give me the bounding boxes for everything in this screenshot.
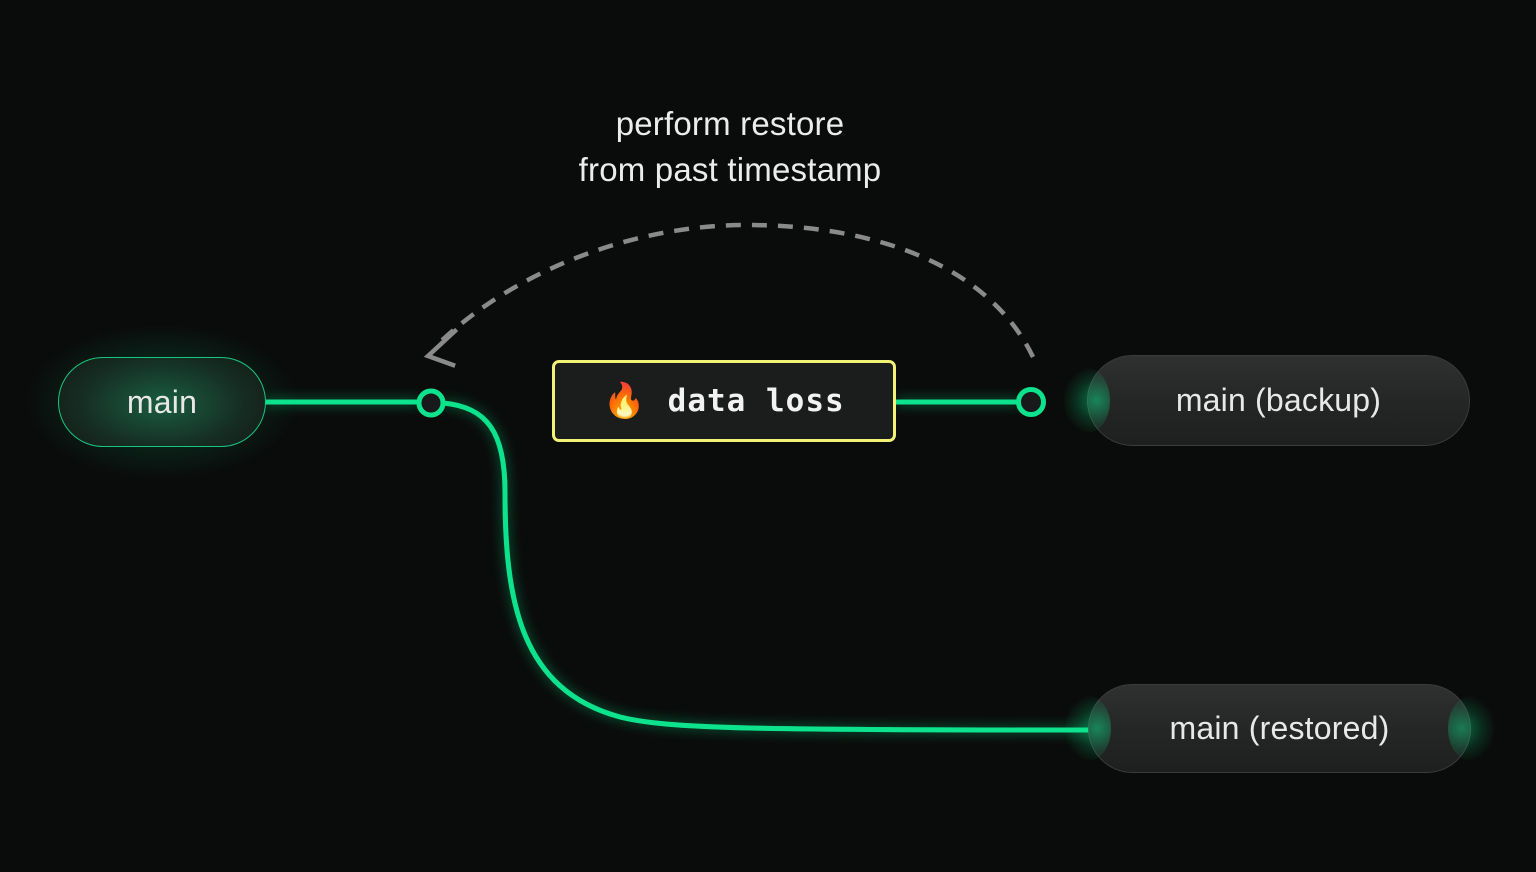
fire-icon: 🔥 [603, 382, 646, 420]
edge-glow-group [265, 399, 1091, 733]
restore-arc-dashed [434, 222, 1036, 358]
connector-glow-icon [1065, 696, 1111, 761]
branch-node-main-label: main [126, 383, 198, 420]
branch-node-restored[interactable]: main (restored) [1065, 684, 1494, 773]
restore-caption: perform restore from past timestamp [578, 105, 882, 188]
data-loss-label: data loss [667, 383, 845, 419]
data-loss-event-box[interactable]: 🔥 data loss [552, 360, 896, 442]
branch-node-main[interactable]: main [25, 324, 299, 480]
branch-node-backup-label: main (backup) [1175, 382, 1382, 418]
restore-arrow-head [423, 327, 459, 368]
backup-commit-node[interactable] [1016, 387, 1046, 417]
connector-glow-icon [1064, 367, 1110, 434]
branch-node-restored-label: main (restored) [1169, 710, 1390, 746]
branch-node-backup[interactable]: main (backup) [1064, 355, 1470, 446]
connector-glow-icon [1448, 696, 1494, 761]
edge-branch-to-restored [440, 400, 1093, 733]
branch-point-commit-node[interactable] [416, 388, 446, 418]
